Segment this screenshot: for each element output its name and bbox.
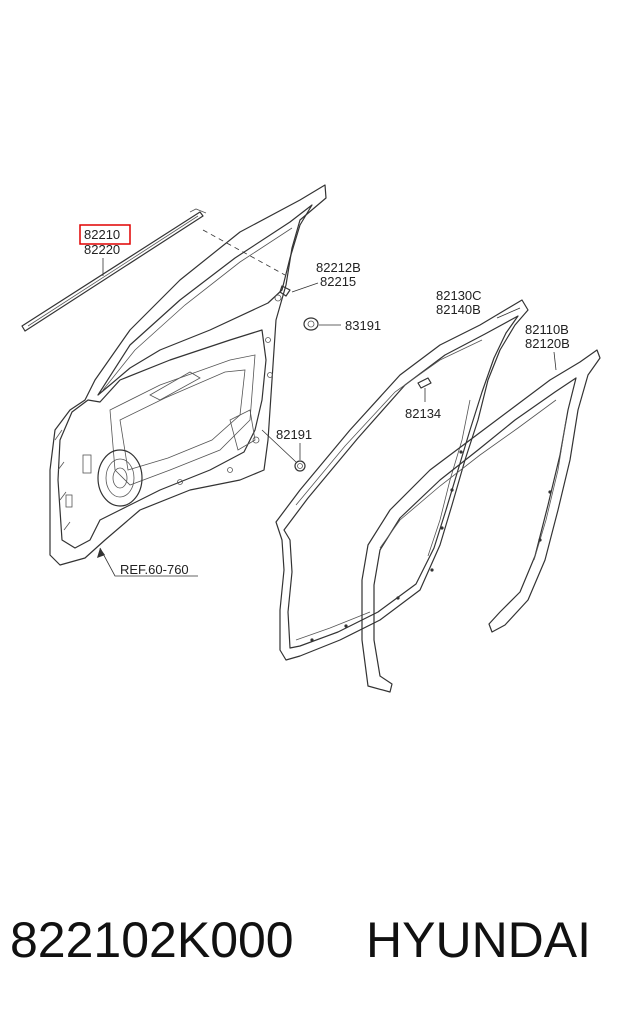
label-82210: 82210 — [84, 227, 120, 242]
leader-82191-panel — [261, 429, 297, 463]
body-weatherstrip — [275, 299, 529, 661]
plug-82191 — [294, 460, 306, 472]
label-82191: 82191 — [276, 427, 312, 442]
label-82120B: 82120B — [525, 336, 570, 351]
door-weatherstrip — [361, 349, 601, 693]
label-ref: REF.60-760 — [120, 562, 189, 577]
leader-82140B — [496, 307, 521, 319]
part-number-caption: 822102K000 — [10, 912, 294, 968]
brand-caption: HYUNDAI — [366, 912, 592, 968]
label-82215: 82215 — [320, 274, 356, 289]
label-83191: 83191 — [345, 318, 381, 333]
clip-82215 — [279, 285, 291, 297]
door-panel — [49, 184, 327, 566]
label-82140B: 82140B — [436, 302, 481, 317]
highlight-box — [79, 224, 131, 245]
leader-82212B — [291, 282, 319, 293]
clip-82134 — [417, 377, 432, 389]
ref-arrow — [97, 547, 198, 577]
label-82134: 82134 — [405, 406, 441, 421]
grommet-83191 — [303, 317, 319, 331]
label-82110B: 82110B — [525, 322, 569, 337]
caption-bar: 822102K000 HYUNDAI — [0, 900, 620, 980]
leader-82120B — [553, 351, 557, 371]
label-82212B: 82212B — [316, 260, 361, 275]
belt-weatherstrip — [21, 208, 207, 332]
label-82130C: 82130C — [436, 288, 482, 303]
label-82220: 82220 — [84, 242, 120, 257]
